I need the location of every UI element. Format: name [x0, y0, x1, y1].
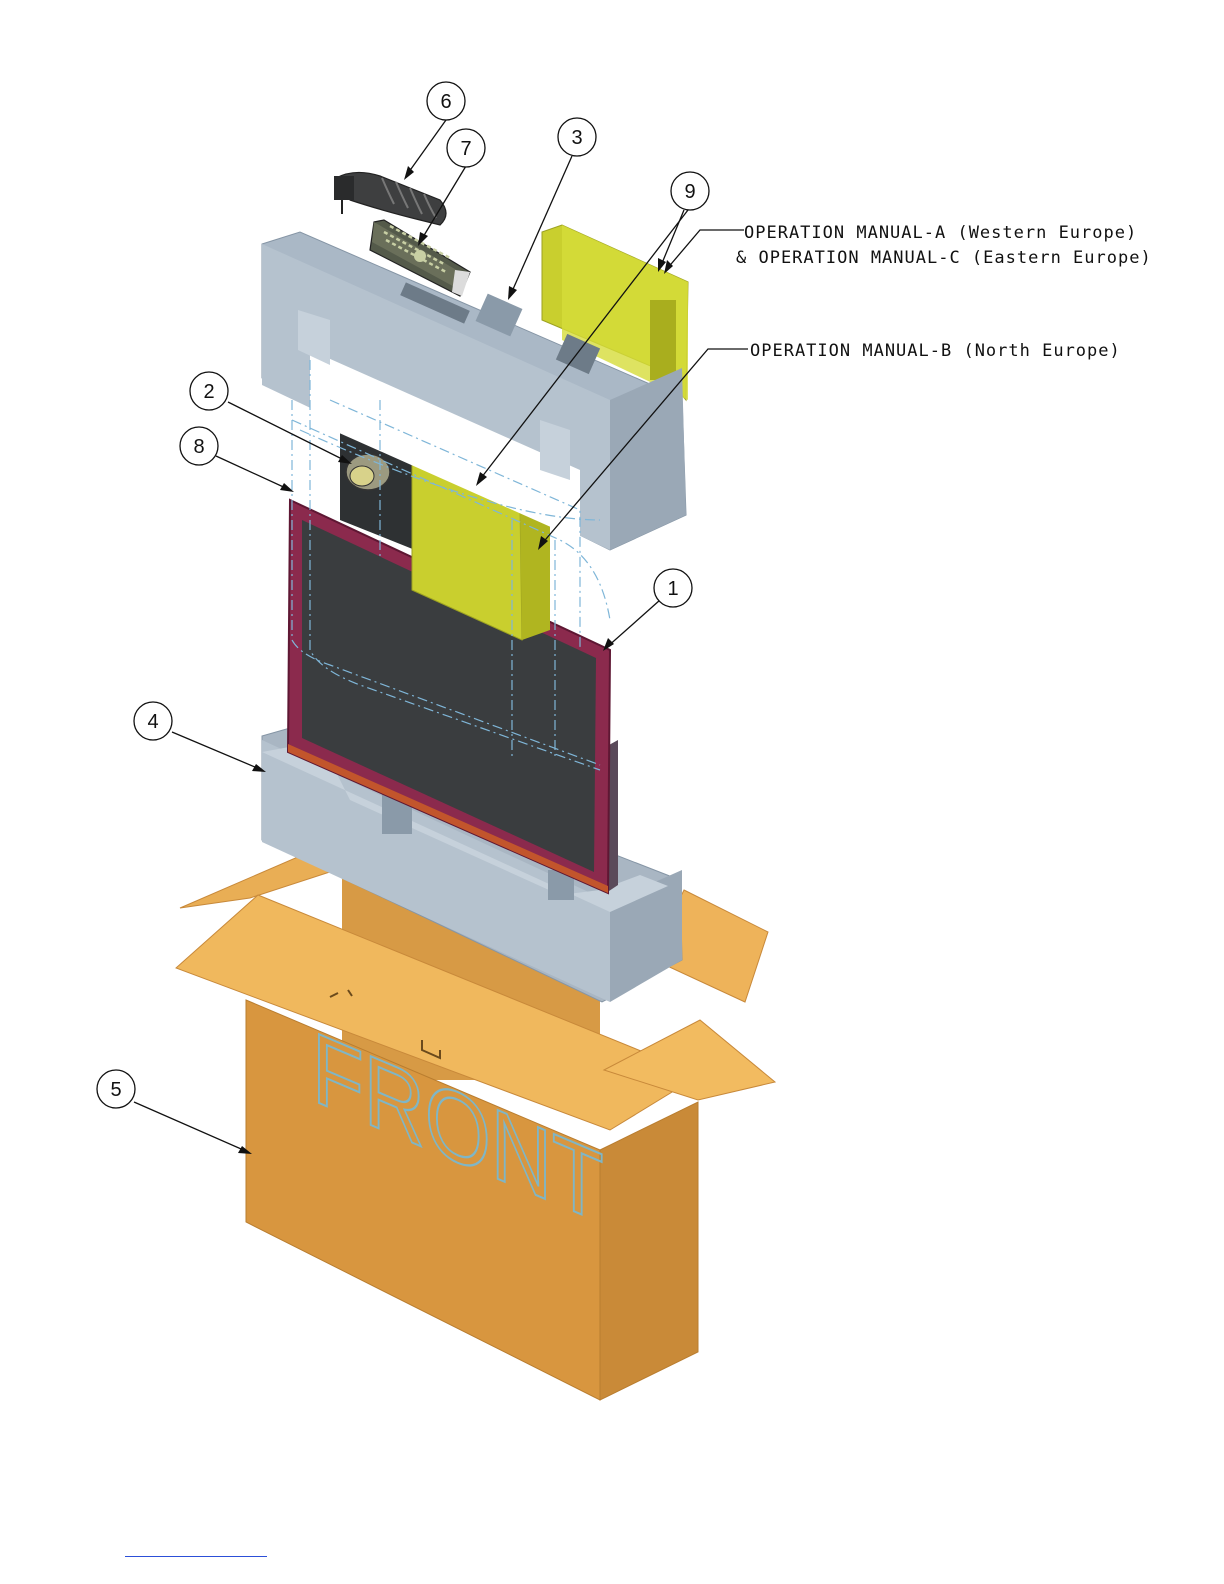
note-manual-b: OPERATION MANUAL-B (North Europe) — [750, 341, 1121, 361]
carton-side-face — [600, 1102, 698, 1400]
callout-9: 9 — [671, 172, 709, 210]
callout-2: 2 — [190, 372, 228, 410]
svg-text:1: 1 — [667, 578, 678, 600]
callout-3: 3 — [558, 118, 596, 156]
svg-text:2: 2 — [203, 381, 214, 403]
svg-text:4: 4 — [147, 711, 158, 733]
callout-7: 7 — [447, 129, 485, 167]
svg-text:5: 5 — [110, 1079, 121, 1101]
note-manual-c: & OPERATION MANUAL-C (Eastern Europe) — [736, 248, 1152, 268]
note-manual-a: OPERATION MANUAL-A (Western Europe) — [744, 223, 1137, 243]
svg-text:3: 3 — [571, 127, 582, 149]
stand-screw — [346, 454, 390, 490]
svg-text:6: 6 — [440, 91, 451, 113]
callout-4: 4 — [134, 702, 172, 740]
svg-text:8: 8 — [193, 436, 204, 458]
callout-8: 8 — [180, 427, 218, 465]
footer-link-underline[interactable] — [125, 1556, 267, 1557]
callout-5: 5 — [97, 1070, 135, 1108]
power-cord — [334, 172, 446, 225]
svg-text:9: 9 — [684, 181, 695, 203]
svg-text:7: 7 — [460, 138, 471, 160]
callout-1: 1 — [654, 569, 692, 607]
callout-6: 6 — [427, 82, 465, 120]
